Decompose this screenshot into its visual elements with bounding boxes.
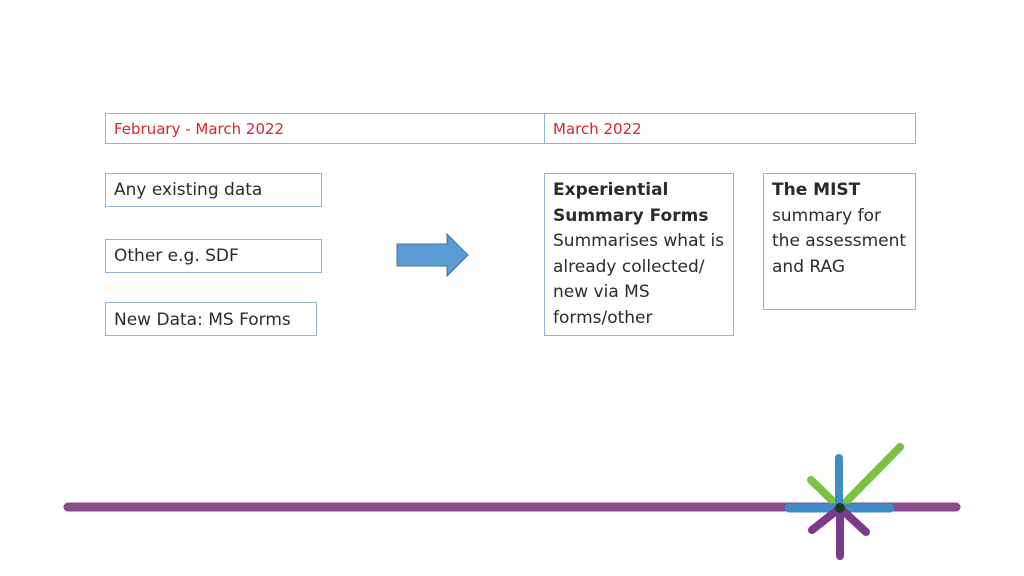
mist-summary-box: The MIST summary for the assessment and …	[763, 173, 916, 310]
phase2-label: March 2022	[553, 120, 642, 138]
input-label-other: Other e.g. SDF	[114, 246, 239, 266]
input-box-new-data: New Data: MS Forms	[105, 302, 317, 336]
phase1-header: February - March 2022	[105, 113, 545, 144]
experiential-body-line1: Summarises what is	[553, 231, 725, 252]
mist-body-line1: summary for	[772, 205, 881, 226]
experiential-summary-box: Experiential Summary Forms Summarises wh…	[544, 173, 734, 336]
mist-body-line2: the assessment	[772, 231, 907, 252]
mist-title: The MIST	[772, 180, 861, 200]
input-label-new-data: New Data: MS Forms	[114, 310, 291, 330]
input-label-existing-data: Any existing data	[114, 180, 263, 200]
experiential-body-line3: new via MS	[553, 282, 650, 303]
experiential-title-line2: Summary Forms	[553, 205, 709, 226]
input-box-other: Other e.g. SDF	[105, 239, 322, 273]
right-arrow-icon	[396, 232, 469, 278]
mist-body-line3: and RAG	[772, 256, 846, 277]
experiential-body-line4: forms/other	[553, 307, 653, 328]
star-logo-icon	[784, 443, 904, 560]
input-box-existing-data: Any existing data	[105, 173, 322, 207]
phase1-label: February - March 2022	[114, 120, 285, 138]
experiential-title-line1: Experiential	[553, 180, 669, 200]
experiential-body-line2: already collected/	[553, 256, 705, 277]
phase2-header: March 2022	[544, 113, 916, 144]
